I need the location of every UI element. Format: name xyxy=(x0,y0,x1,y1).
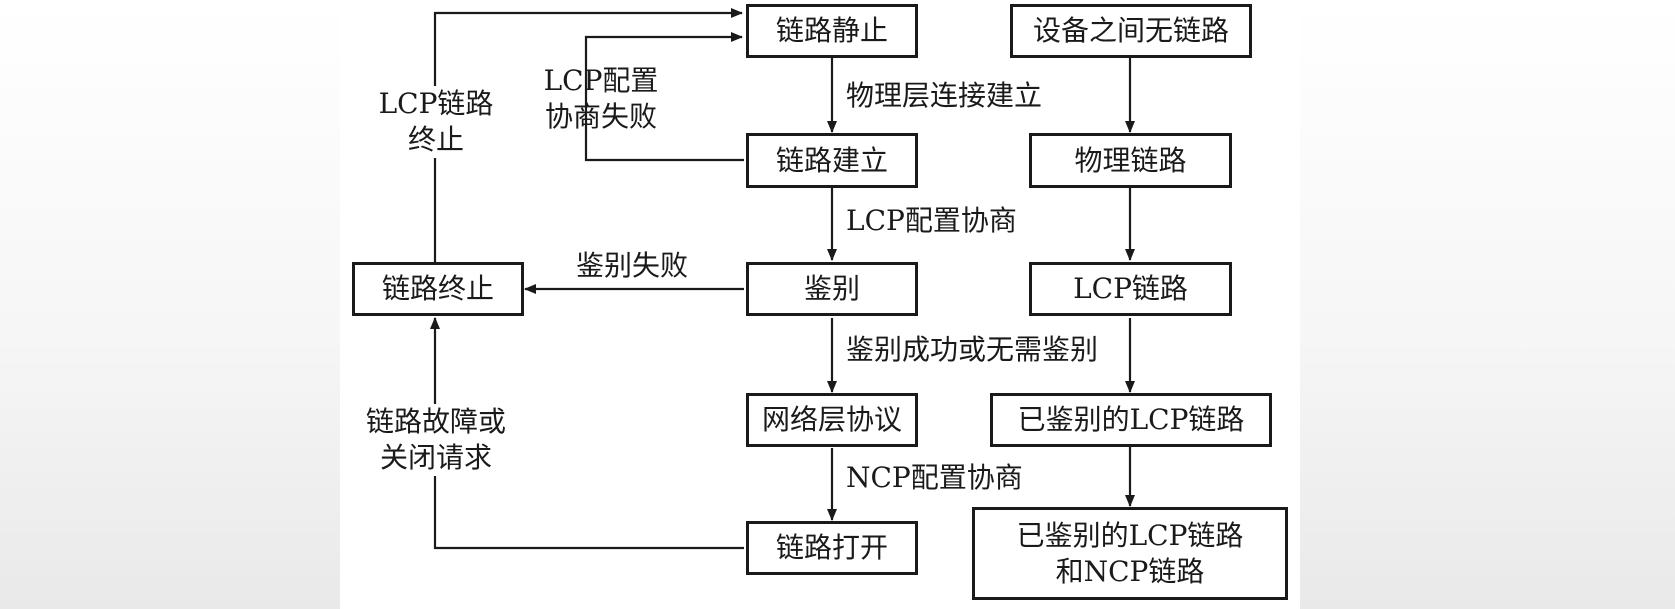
status-lcp-link: LCP链路 xyxy=(1029,262,1232,316)
label-physical-up: 物理层连接建立 xyxy=(846,79,1043,112)
status-auth-lcp-link: 已鉴别的LCP链路 xyxy=(990,393,1272,447)
state-link-open: 链路打开 xyxy=(746,521,918,575)
arrow-open-to-terminate xyxy=(430,317,744,550)
status-physical-link: 物理链路 xyxy=(1029,133,1232,188)
label-fault-or-close-line-1: 链路故障或 xyxy=(365,405,506,438)
state-authenticate: 鉴别 xyxy=(746,262,918,316)
label-lcp-fail-line-2: 协商失败 xyxy=(544,100,657,133)
state-link-terminate: 链路终止 xyxy=(352,262,524,316)
label-auth-fail: 鉴别失败 xyxy=(576,249,689,282)
label-lcp-negotiation: LCP配置协商 xyxy=(846,204,1017,237)
connector-lines xyxy=(430,8,1135,550)
label-lcp-terminate-line-1: LCP链路 xyxy=(378,87,494,120)
ppp-state-diagram: 链路静止 链路建立 鉴别 网络层协议 链路打开 链路终止 设备之间无链路 物理链… xyxy=(340,0,1300,609)
label-fault-or-close: 链路故障或 关闭请求 xyxy=(360,404,512,476)
label-lcp-fail: LCP配置 协商失败 xyxy=(530,63,672,135)
arrow-establish-to-dead xyxy=(584,32,744,162)
label-lcp-fail-line-1: LCP配置 xyxy=(543,64,659,97)
label-auth-success: 鉴别成功或无需鉴别 xyxy=(846,333,1099,366)
state-link-establish: 链路建立 xyxy=(746,133,918,188)
label-lcp-terminate-line-2: 终止 xyxy=(407,123,464,156)
label-lcp-terminate: LCP链路 终止 xyxy=(370,86,502,158)
label-fault-or-close-line-2: 关闭请求 xyxy=(379,441,492,474)
state-link-dead: 链路静止 xyxy=(746,4,918,58)
auth-lcp-ncp-line-2: 和NCP链路 xyxy=(1055,554,1205,588)
label-ncp-negotiation: NCP配置协商 xyxy=(846,461,1023,494)
status-auth-lcp-ncp-link: 已鉴别的LCP链路 和NCP链路 xyxy=(972,507,1288,600)
state-network-protocol: 网络层协议 xyxy=(746,393,918,447)
status-no-link: 设备之间无链路 xyxy=(1010,4,1252,58)
arrow-terminate-to-dead xyxy=(433,8,743,262)
auth-lcp-ncp-line-1: 已鉴别的LCP链路 xyxy=(1016,518,1244,552)
